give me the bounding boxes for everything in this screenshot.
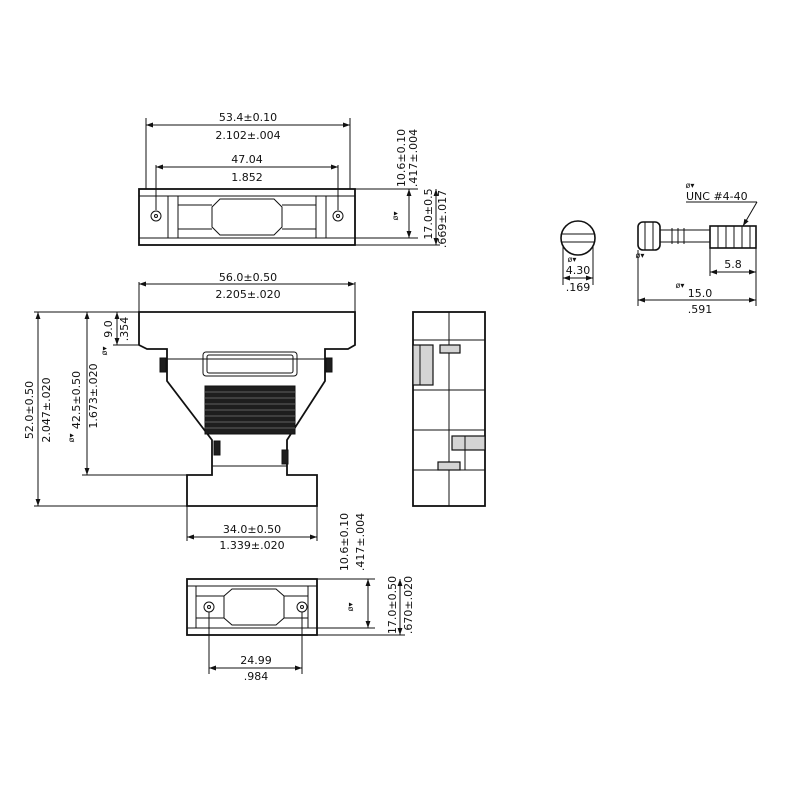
front-width-in: 2.205±.020 [215, 288, 280, 301]
top-height-mm: 17.0±0.5 [422, 188, 435, 239]
bottom-ref-mark: ø▾ [346, 603, 355, 612]
front-total-in: 2.047±.020 [40, 377, 53, 442]
side-tab [213, 440, 221, 456]
front-ref-mark: ø▾ [67, 434, 76, 443]
screw-length-ref-mark: ø▾ [676, 281, 685, 290]
front-base-in: 1.339±.020 [219, 539, 284, 552]
front-ref-mark: ø▾ [100, 347, 109, 356]
screw-side-ref-mark: ø▾ [636, 251, 645, 260]
screw-threaded-end [709, 225, 757, 249]
bottom-view: 10.6±0.10 .417±.004 17.0±0.50 .670±.020 … [186, 513, 415, 683]
side-tab [325, 357, 333, 373]
top-inner-mm: 47.04 [231, 153, 263, 166]
top-thick-in: .417±.004 [407, 129, 420, 187]
top-view: 53.4±0.10 2.102±.004 47.04 1.852 10.6±0.… [138, 111, 449, 248]
front-base-mm: 34.0±0.50 [223, 523, 281, 536]
screw-head-dia-mm: 4.30 [566, 264, 591, 277]
bottom-thick-in: .417±.004 [354, 513, 367, 571]
bottom-height-mm: 17.0±0.50 [386, 576, 399, 634]
screw-thread-label: UNC #4-40 [686, 190, 748, 203]
front-mid-in: 1.673±.020 [87, 363, 100, 428]
front-view-opening [202, 351, 298, 377]
screw-head-dia-in: .169 [566, 281, 591, 294]
bottom-inner-mm: 24.99 [240, 654, 272, 667]
front-view: 56.0±0.50 2.205±.020 9.0 .354 42.5±0.50 … [23, 271, 356, 552]
top-inner-in: 1.852 [231, 171, 263, 184]
screw-thread-len: 5.8 [724, 258, 742, 271]
side-tab [159, 357, 167, 373]
screw-shank [659, 229, 711, 243]
front-top-mm: 9.0 [102, 320, 115, 338]
screw-head-ref-mark: ø▾ [568, 255, 577, 264]
front-total-mm: 52.0±0.50 [23, 381, 36, 439]
mounting-hole [150, 210, 162, 222]
top-thick-mm: 10.6±0.10 [395, 129, 408, 187]
screw-head-side [637, 221, 661, 251]
top-ref-mark: ø▾ [391, 212, 400, 221]
front-top-in: .354 [118, 317, 131, 342]
screw-thread-ref-mark: ø▾ [686, 181, 695, 190]
bottom-height-in: .670±.020 [402, 576, 415, 634]
front-width-mm: 56.0±0.50 [219, 271, 277, 284]
side-view [412, 311, 486, 507]
screw-head-view: 4.30 .169 ø▾ [560, 220, 596, 294]
top-view-body [138, 188, 356, 246]
bottom-thick-mm: 10.6±0.10 [338, 513, 351, 571]
front-mid-mm: 42.5±0.50 [70, 371, 83, 429]
top-width-mm: 53.4±0.10 [219, 111, 277, 124]
screw-length-in: .591 [688, 303, 713, 316]
screw-length-mm: 15.0 [688, 287, 713, 300]
bottom-inner-in: .984 [244, 670, 269, 683]
top-height-in: .669±.017 [436, 190, 449, 248]
top-width-in: 2.102±.004 [215, 129, 280, 142]
mounting-hole [332, 210, 344, 222]
screw-head [560, 220, 596, 256]
screw-side-view: UNC #4-40 ø▾ 5.8 15.0 .591 ø▾ ø▾ [636, 181, 758, 316]
side-tab [281, 449, 289, 465]
top-view-connector-outline [211, 198, 283, 236]
